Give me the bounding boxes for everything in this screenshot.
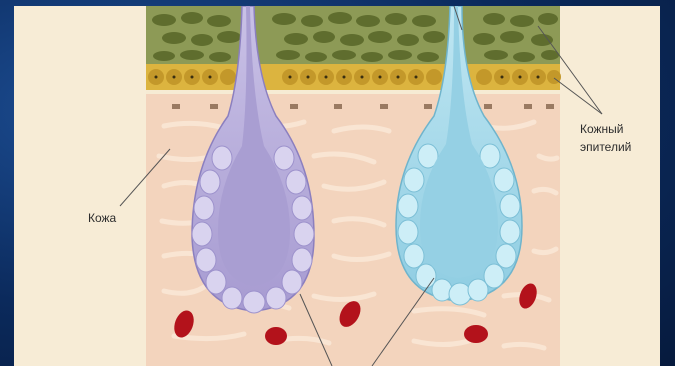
skin-epithelium-label-line2: эпителий: [580, 138, 631, 156]
diagram-panel: Кожный эпителий Кожа: [14, 6, 660, 366]
left-margin: [14, 6, 146, 366]
skin-gland-diagram: [14, 6, 660, 366]
skin-epithelium-label: Кожный эпителий: [580, 120, 631, 156]
skin-epithelium-label-line1: Кожный: [580, 120, 631, 138]
right-margin: [560, 6, 660, 366]
skin-label: Кожа: [88, 209, 116, 227]
